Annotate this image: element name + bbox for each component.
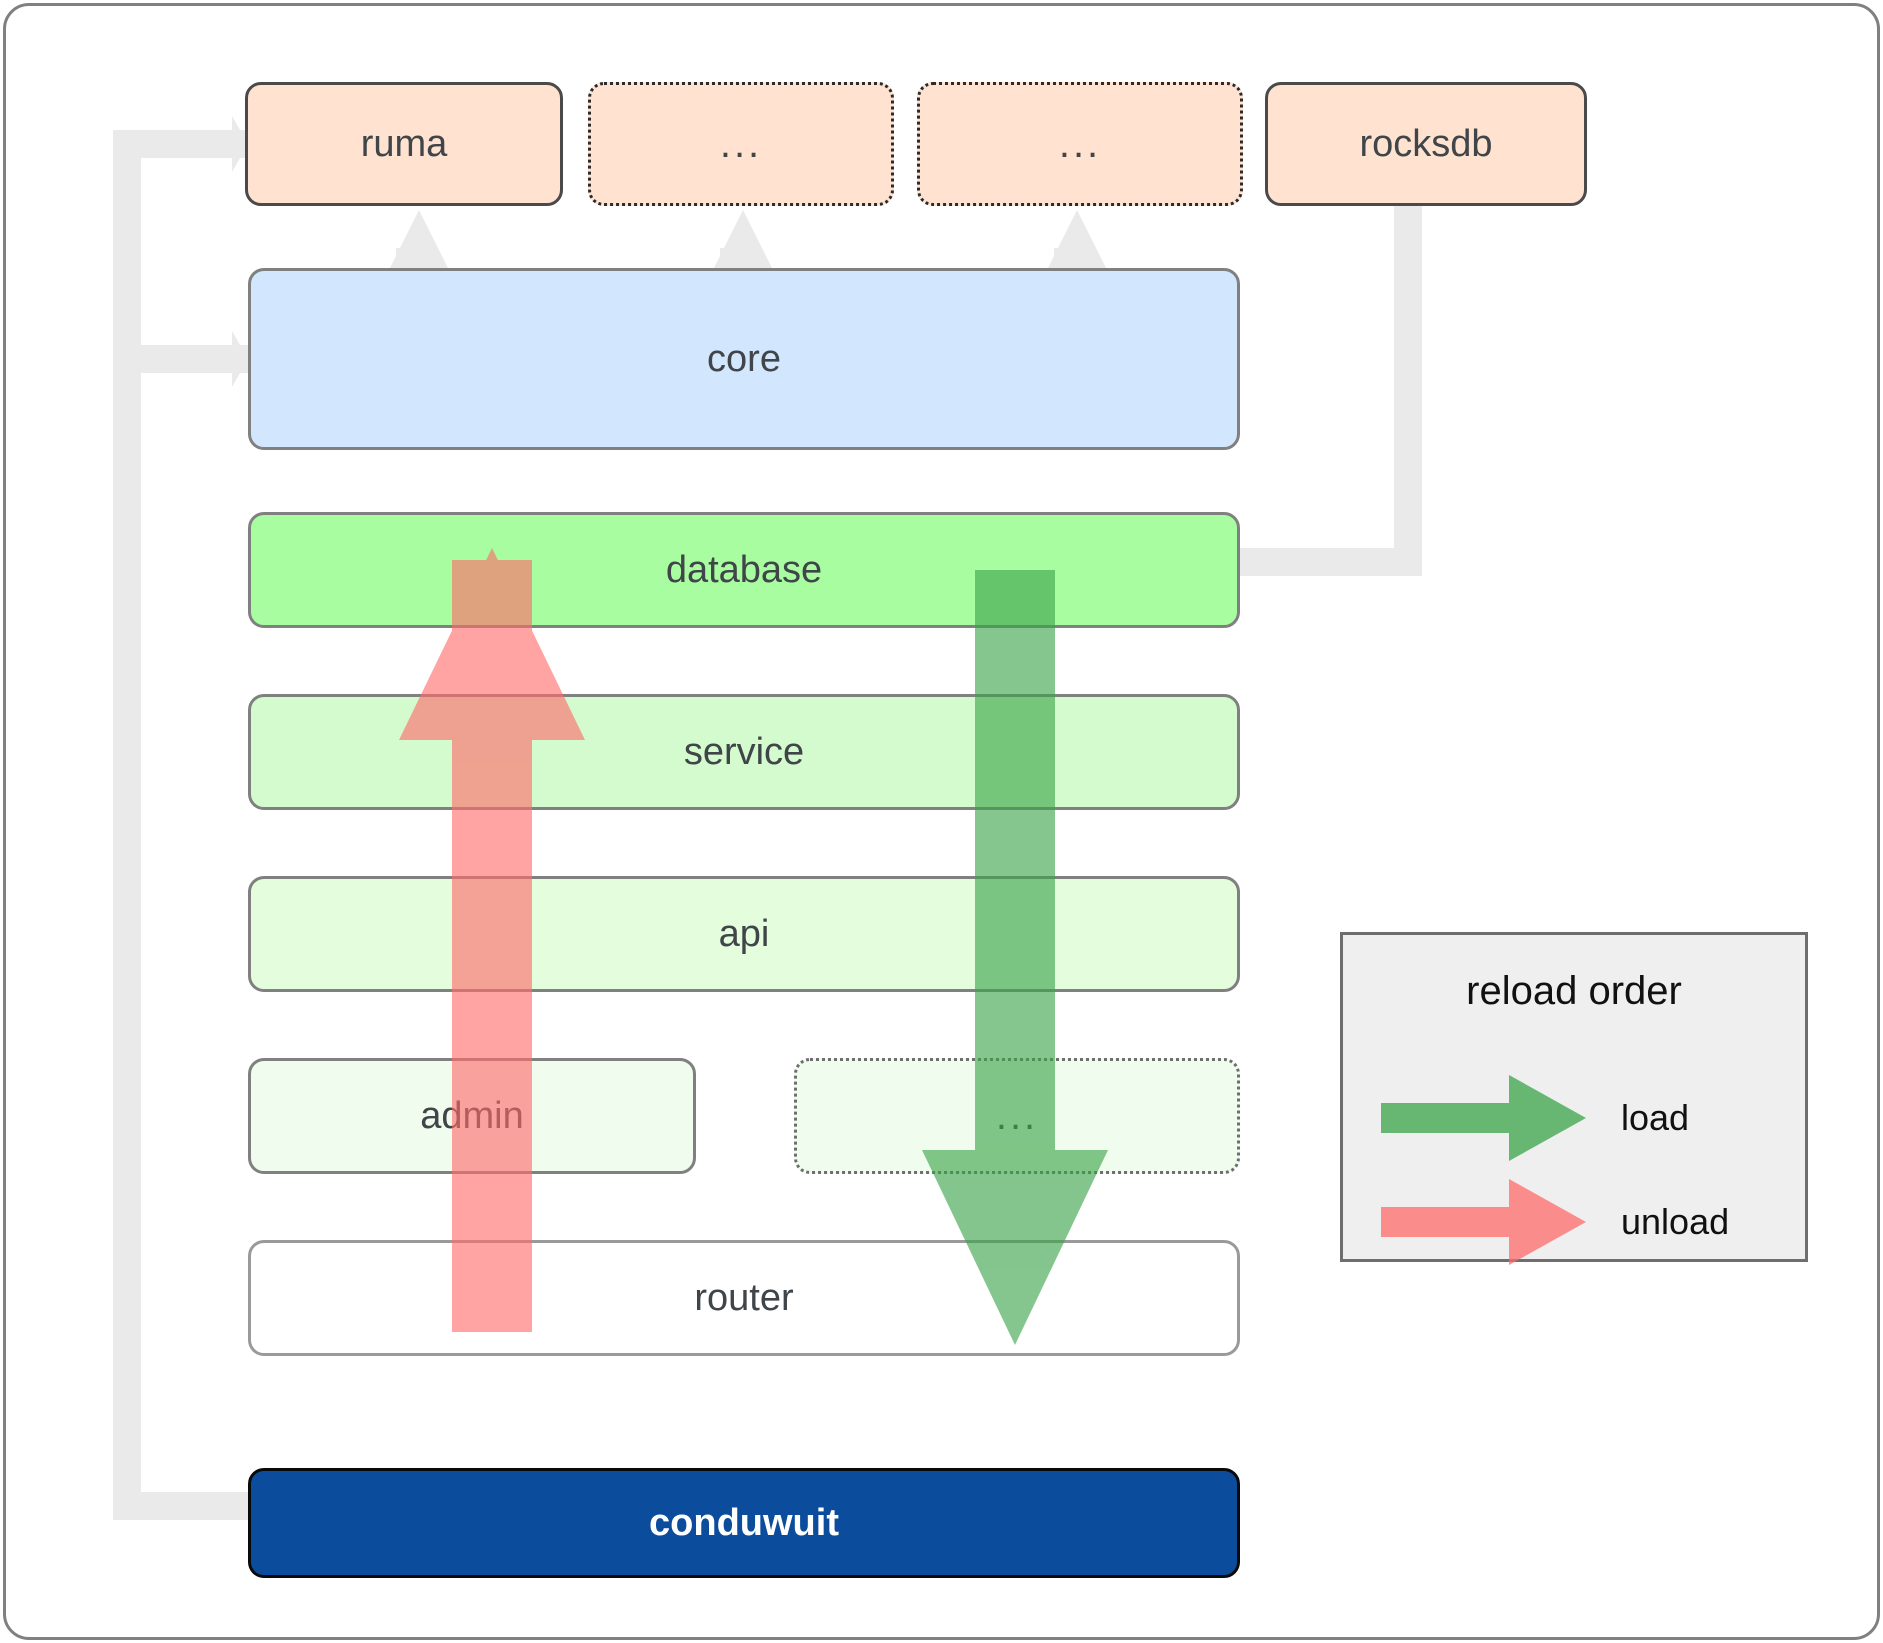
unload-arrow	[399, 548, 585, 1332]
legend-row-unload: unload	[1381, 1179, 1729, 1265]
legend-title: reload order	[1466, 969, 1682, 1013]
load-arrow	[922, 570, 1108, 1345]
right-connector-group	[1232, 148, 1422, 576]
node-api[interactable]: api	[248, 876, 1240, 992]
legend-unload-arrow-icon	[1381, 1179, 1586, 1265]
legend-load-arrow-icon	[1381, 1075, 1586, 1161]
node-dependency-ellipsis-2[interactable]: ...	[917, 82, 1243, 206]
legend-load-label: load	[1621, 1097, 1690, 1138]
connector-arrowhead-core	[232, 331, 248, 387]
legend-unload-label: unload	[1621, 1201, 1730, 1242]
legend-panel: reload order load unload	[1340, 932, 1808, 1265]
connector-arrowhead-ruma	[232, 116, 248, 172]
node-router[interactable]: router	[248, 1240, 1240, 1356]
node-core[interactable]: core	[248, 268, 1240, 450]
legend-row-load: load	[1381, 1075, 1689, 1161]
